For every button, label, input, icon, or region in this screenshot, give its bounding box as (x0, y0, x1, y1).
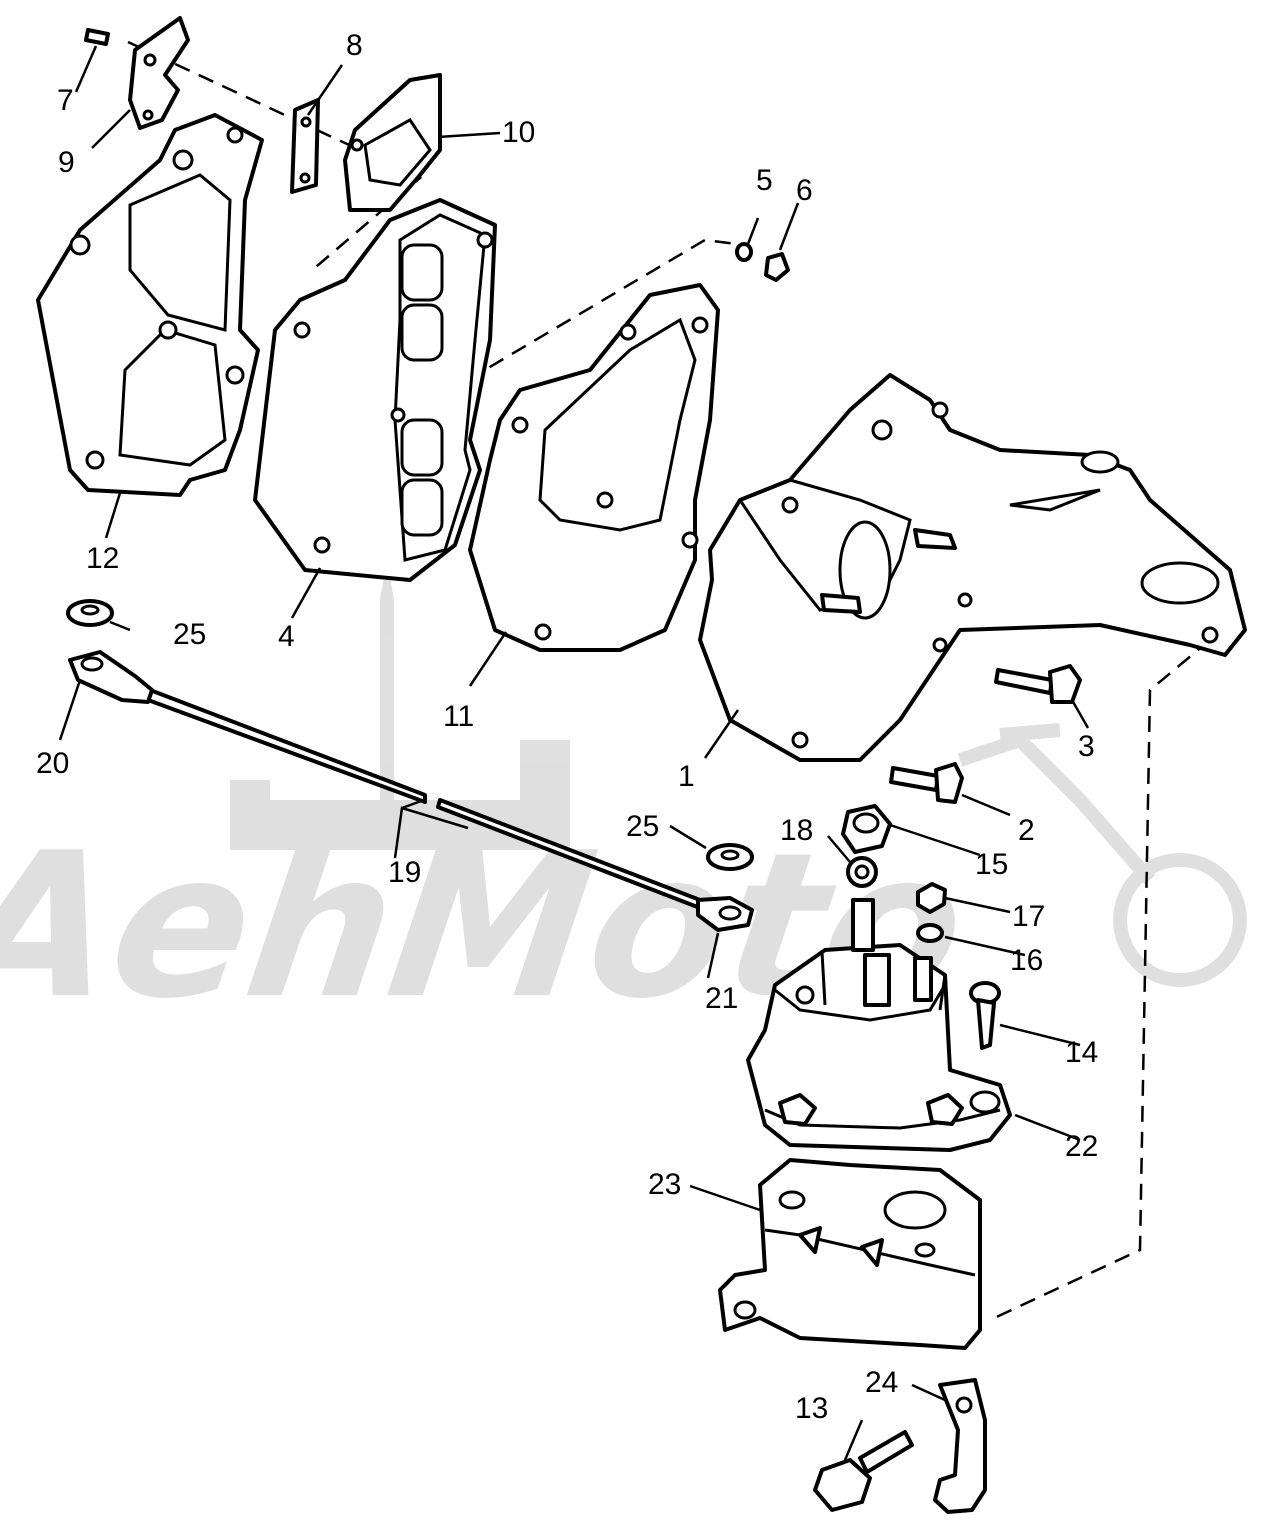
part-16-washer (916, 923, 944, 943)
part-8-plate (290, 98, 320, 194)
part-12-gasket (36, 113, 264, 497)
part-18-washer (846, 856, 878, 888)
callout-5: 5 (756, 164, 773, 197)
callout-22: 22 (1065, 1130, 1098, 1163)
callout-10: 10 (502, 116, 535, 149)
callout-13: 13 (795, 1392, 828, 1425)
part-6-nut (764, 252, 790, 282)
part-10-gasket (343, 73, 442, 212)
part-25-washer-top (66, 599, 114, 627)
leader-lines (58, 45, 1090, 1461)
callout-23: 23 (648, 1168, 681, 1201)
callout-7: 7 (57, 84, 74, 117)
callout-2: 2 (1018, 814, 1035, 847)
part-17-nut (916, 882, 947, 914)
part-21-terminal (696, 896, 754, 932)
part-23-bracket (718, 1158, 982, 1350)
callout-18: 18 (780, 814, 813, 847)
callout-8: 8 (346, 29, 363, 62)
part-13-bolt (813, 1430, 914, 1512)
part-25-washer-lower (706, 843, 754, 871)
part-24-clamp (933, 1378, 987, 1514)
part-7-screw (84, 28, 110, 46)
callout-labels: 1 2 3 4 5 6 7 8 9 10 11 12 13 14 15 16 1… (36, 29, 1098, 1425)
callout-24: 24 (865, 1366, 898, 1399)
callout-11: 11 (443, 700, 474, 733)
part-14-screw (969, 981, 1001, 1050)
part-4-plate (253, 198, 497, 582)
callout-17: 17 (1012, 900, 1045, 933)
part-15-nut (841, 804, 892, 854)
part-5-washer (735, 242, 753, 262)
watermark-motorcycle-icon (957, 723, 1247, 987)
part-1-housing (698, 373, 1247, 762)
callout-25-top: 25 (173, 618, 206, 651)
part-3-bolt (994, 664, 1082, 704)
callout-9: 9 (58, 146, 75, 179)
callout-4: 4 (278, 620, 295, 653)
callout-1: 1 (678, 760, 695, 793)
callout-20: 20 (36, 747, 69, 780)
part-20-terminal (68, 650, 154, 704)
callout-16: 16 (1010, 944, 1043, 977)
part-22-solenoid (746, 898, 1012, 1152)
callout-19: 19 (388, 856, 421, 889)
callout-3: 3 (1078, 730, 1095, 763)
part-9-clip (128, 16, 190, 130)
callout-25-lower: 25 (626, 810, 659, 843)
callout-14: 14 (1065, 1036, 1098, 1069)
callout-12: 12 (86, 542, 119, 575)
callout-15: 15 (975, 848, 1008, 881)
part-19-cable (146, 688, 702, 910)
callout-6: 6 (796, 174, 813, 207)
part-2-bolt (889, 762, 964, 804)
callout-21: 21 (705, 982, 738, 1015)
part-11-gasket (468, 283, 720, 652)
